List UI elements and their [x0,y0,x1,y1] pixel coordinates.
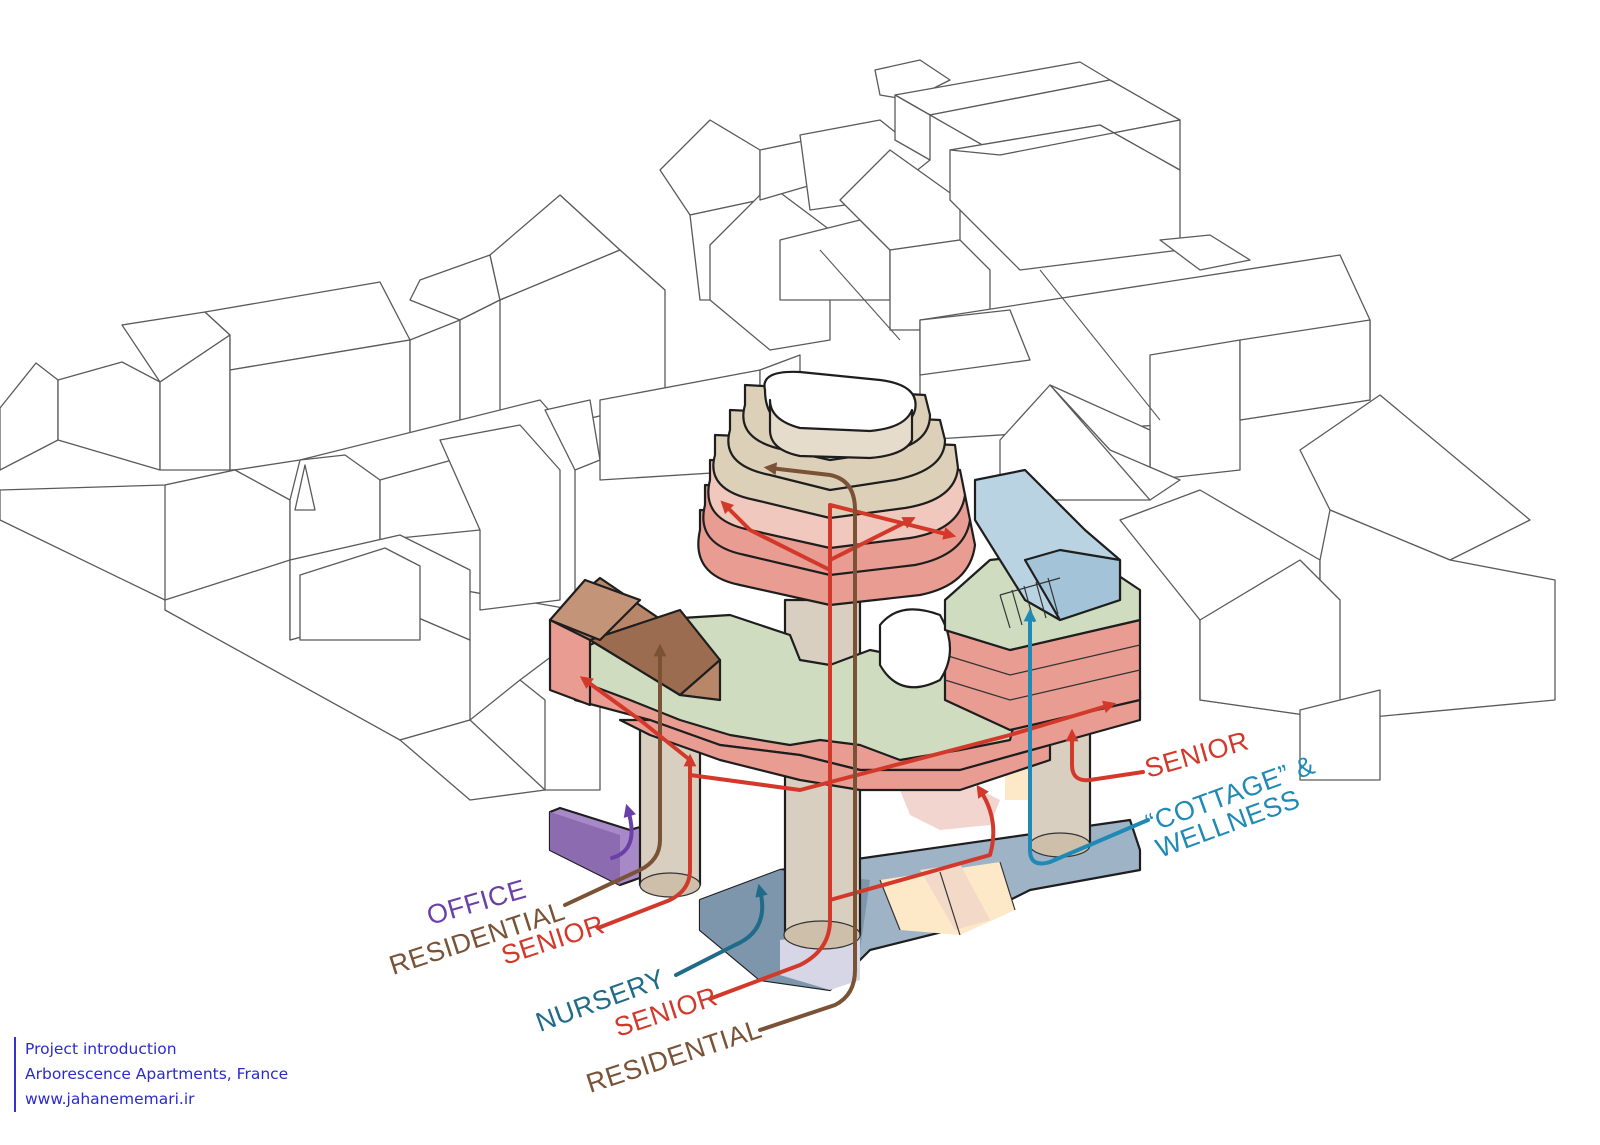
caption-project-name: Arborescence Apartments, France [25,1065,289,1083]
senior-left-flow-arrow [596,753,697,930]
senior-platform-flow-arrow [688,700,1117,792]
label-residential-bottom: RESIDENTIAL [583,1014,766,1099]
residential-bottom-flow-arrow [758,462,857,1032]
context-buildings [0,59,1556,801]
caption-block: Project introduction Arborescence Apartm… [14,1037,288,1112]
senior-bottom-flow-arrow [710,503,957,1000]
caption-title: Project introduction [25,1040,177,1058]
cottage-wellness-flow-arrow [1023,608,1150,866]
nursery-flow-arrow [674,883,768,977]
central-tower [697,370,977,607]
caption-website-link[interactable]: www.jahanememari.ir [25,1090,195,1108]
label-senior-right: SENIOR [1141,726,1252,784]
right-block [878,468,1142,732]
flow-arrows [563,462,1150,1032]
residential-left-flow-arrow [563,643,667,907]
office-flow-arrow [610,803,636,860]
senior-right-flow-arrow [1065,728,1145,783]
